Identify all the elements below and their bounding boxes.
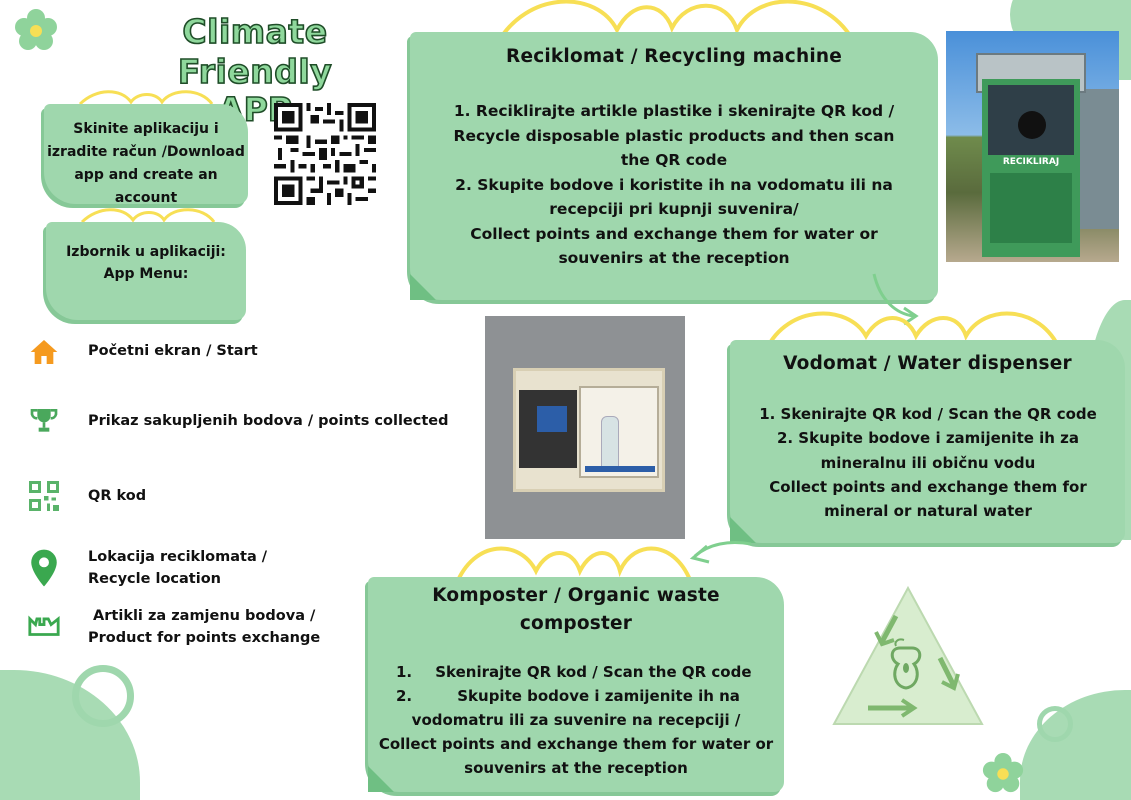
vodomat-line: 2. Skupite bodove i zamijenite ih za	[776, 429, 1080, 448]
menu-item-crown-icon-box	[21, 603, 67, 649]
komposter-item-2-text: Skupite bodove i zamijenite ih na	[457, 687, 740, 705]
menu-item-home-icon-box	[21, 329, 67, 375]
app-menu-heading: Izbornik u aplikaciji: App Menu:	[46, 241, 246, 285]
app-menu-card	[46, 222, 246, 320]
menu-item-qr-icon-box	[21, 473, 67, 519]
menu-item-location-label-line2: Recycle location	[88, 571, 221, 587]
recycling-machine-sign: RECIKLIRAJ	[1002, 157, 1060, 167]
komposter-title-line1: Komposter / Organic waste	[432, 585, 720, 606]
download-card	[44, 104, 248, 204]
flower-icon	[982, 752, 1024, 793]
reciklomat-body: 1. Reciklirajte artikle plastike i skeni…	[420, 99, 928, 271]
decorative-ring-small	[1037, 706, 1073, 742]
komposter-title-line2: composter	[519, 613, 633, 634]
komposter-item-2-number: 2.	[396, 687, 413, 705]
home-icon	[30, 340, 58, 364]
yellow-loops-decoration	[78, 90, 214, 106]
crown-icon	[28, 615, 60, 636]
komposter-body: vodomatru ili za suvenire na recepciji /…	[374, 708, 778, 780]
vodomat-line: 1. Skenirajte QR kod / Scan the QR code	[759, 405, 1097, 423]
vodomat-line: mineralnu ili običnu vodu	[820, 453, 1036, 472]
qr-code-image[interactable]	[274, 103, 376, 205]
location-pin-icon	[31, 549, 57, 587]
komposter-item-2: 2. Skupite bodove i zamijenite ih na	[396, 684, 740, 708]
menu-item-qr-label: QR kod	[88, 488, 147, 504]
komposter-item-1: 1. Skenirajte QR kod / Scan the QR code	[396, 660, 752, 684]
komposter-line: vodomatru ili za suvenire na recepciji /	[411, 711, 741, 729]
komposter-card-fold	[368, 766, 394, 792]
komposter-item-1-number: 1.	[396, 663, 413, 681]
menu-item-trophy-icon-box	[21, 398, 67, 444]
reciklomat-line: recepciji pri kupnji suvenira/	[549, 200, 799, 218]
menu-item-start-label: Početni ekran / Start	[88, 343, 258, 359]
komposter-card	[368, 577, 784, 792]
yellow-loops-decoration	[80, 208, 216, 224]
menu-item-points-label: Prikaz sakupljenih bodova / points colle…	[88, 413, 449, 429]
menu-item-products-label-line2: Product for points exchange	[88, 630, 321, 646]
decorative-ring	[72, 665, 134, 727]
komposter-item-1-text: Skenirajte QR kod / Scan the QR code	[435, 663, 752, 681]
arrow-connector	[689, 541, 752, 564]
flower-icon	[15, 9, 57, 50]
apple-core-icon	[890, 638, 922, 690]
vodomat-title: Vodomat / Water dispenser	[783, 353, 1072, 374]
reciklomat-line: Collect points and exchange them for wat…	[470, 224, 878, 243]
water-dispenser-photo	[485, 316, 685, 539]
reciklomat-line: the QR code	[620, 151, 728, 169]
reciklomat-card-fold	[410, 274, 436, 300]
vodomat-line: Collect points and exchange them for	[769, 477, 1087, 496]
menu-item-location-label-line1: Lokacija reciklomata /	[88, 549, 268, 565]
komposter-line: souvenirs at the reception	[464, 759, 688, 777]
reciklomat-line: 2. Skupite bodove i koristite ih na vodo…	[455, 175, 893, 194]
compost-recycle-icon	[832, 585, 984, 725]
background-blob-bottom-right	[1020, 690, 1131, 800]
komposter-title: Komposter / Organic waste composter	[368, 582, 784, 638]
arrow-connector	[872, 273, 919, 326]
vodomat-line: mineral or natural water	[824, 502, 1032, 521]
komposter-line: Collect points and exchange them for wat…	[378, 735, 774, 753]
app-menu-heading-line1: Izbornik u aplikaciji:	[66, 244, 226, 260]
reciklomat-line: Recycle disposable plastic products and …	[453, 126, 895, 145]
download-text: Skinite aplikaciju i izradite račun /Dow…	[47, 121, 245, 206]
menu-item-products-label: Artikli za zamjenu bodova / Product for …	[88, 605, 320, 649]
vodomat-body: 1. Skenirajte QR kod / Scan the QR code …	[734, 402, 1122, 523]
menu-item-location-icon-box	[21, 545, 67, 591]
menu-item-location-label: Lokacija reciklomata / Recycle location	[88, 546, 267, 590]
app-menu-heading-line2: App Menu:	[103, 266, 189, 282]
reciklomat-line: souvenirs at the reception	[558, 249, 790, 267]
menu-item-products-label-line1: Artikli za zamjenu bodova /	[88, 608, 316, 624]
vodomat-card	[730, 340, 1125, 543]
recycling-machine-photo: RECIKLIRAJ	[946, 31, 1119, 262]
trophy-icon	[30, 409, 58, 432]
vodomat-card-fold	[730, 517, 756, 543]
reciklomat-card	[410, 32, 938, 300]
app-title-line1: Climate Friendly	[177, 11, 333, 92]
qr-code-icon	[29, 481, 59, 511]
reciklomat-title: Reciklomat / Recycling machine	[506, 46, 842, 67]
reciklomat-line: 1. Reciklirajte artikle plastike i skeni…	[453, 102, 895, 120]
